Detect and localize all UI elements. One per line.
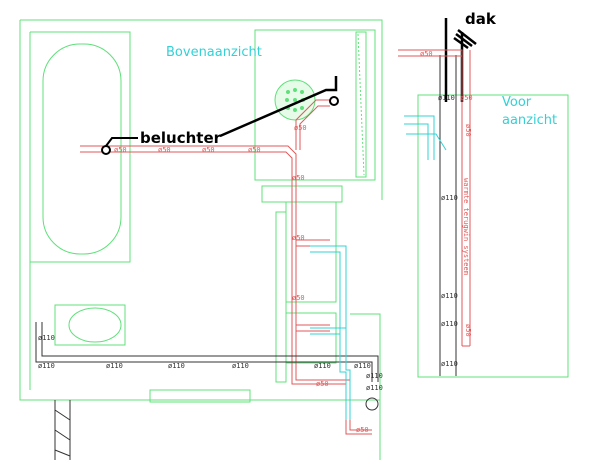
d50-label: ø50 [114,146,127,154]
door-threshold [149,389,251,403]
roof-pipes [444,18,477,102]
drain-pipes-d110 [35,322,379,411]
d110-label: ø110 [441,292,458,300]
corridor-wall [350,313,381,460]
front-drain-d50 [398,49,471,347]
d50-label: ø50 [420,50,433,58]
d50-label: ø50 [464,124,472,137]
d110-label: ø110 [106,362,123,370]
room-outline [19,19,383,460]
d110-label: ø110 [438,94,455,102]
front-water-pipes [404,115,447,160]
d50-label: ø50 [292,294,305,302]
d50-label: ø50 [316,380,329,388]
d110-label: ø110 [232,362,249,370]
top-view-d110-labels: ø110 ø110 ø110 ø110 ø110 ø110 ø110 ø110 … [38,334,383,392]
front-view-frame [417,94,569,378]
stairs [54,400,71,460]
d50-label: ø50 [464,324,472,337]
d110-label: ø110 [38,334,55,342]
water-pipes [310,245,351,420]
aerator-point-left [101,145,111,155]
d50-label: ø50 [294,124,307,132]
d110-label: ø110 [314,362,331,370]
front-view-title-1: Voor [502,95,532,110]
d110-label: ø110 [354,362,371,370]
d50-label: ø50 [292,174,305,182]
radiator-ribs [357,33,365,176]
toilet-bowl [68,307,122,343]
d110-label: ø110 [441,194,458,202]
aerator-point-right [329,96,339,106]
d50-label: ø50 [356,426,369,434]
d110-label: ø110 [366,384,383,392]
d110-label: ø110 [38,362,55,370]
d110-label: ø110 [441,320,458,328]
d110-label: ø110 [441,360,458,368]
toilet-cistern [54,304,126,346]
aerator-leader-left [105,137,138,147]
heat-recovery-label: warmte terugwin systeem [462,178,470,275]
d50-label: ø50 [202,146,215,154]
d50-label: ø50 [158,146,171,154]
d50-label: ø50 [248,146,261,154]
shower-drain [274,79,316,121]
d50-label: ø50 [460,94,473,102]
d50-label: ø50 [292,234,305,242]
aerator-leader-right [219,76,338,138]
tall-unit [275,211,287,383]
d110-label: ø110 [366,372,383,380]
front-view-title-2: aanzicht [502,113,557,128]
towel-radiator [355,31,367,178]
top-view-title: Bovenaanzicht [166,45,262,60]
front-view: Voor aanzicht warmte terugwin systeem ø5… [398,10,569,378]
shower-area [254,29,376,181]
soil-stack [439,55,457,376]
drain-pipes-d50 [80,99,372,435]
aerator-annotation: beluchter [140,129,222,147]
d110-label: ø110 [168,362,185,370]
top-view-d50-labels: ø50 ø50 ø50 ø50 ø50 ø50 ø50 ø50 ø50 ø50 [114,124,369,434]
roof-annotation: dak [465,10,497,28]
cabinet-top [261,185,343,203]
bathtub [42,43,122,255]
